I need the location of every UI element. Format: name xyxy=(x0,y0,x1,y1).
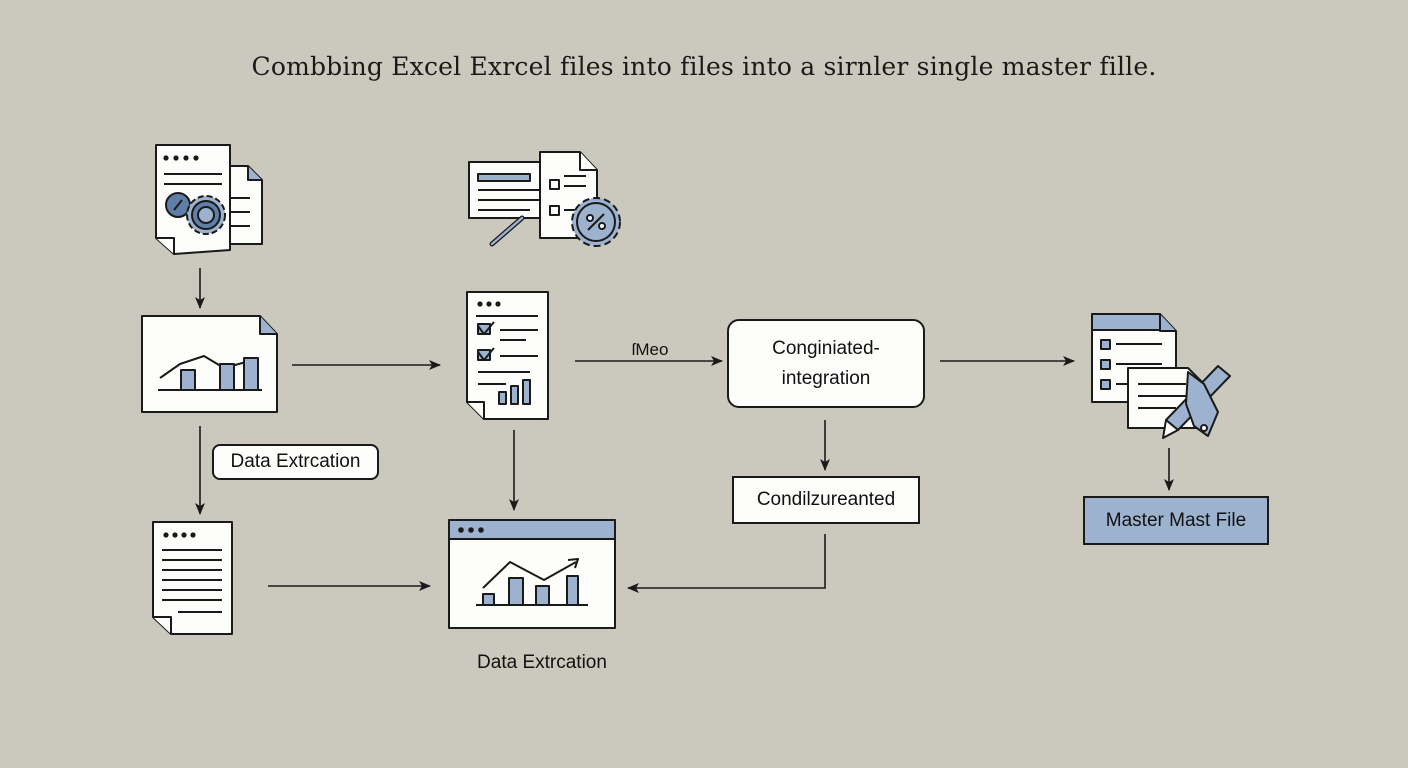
arrows xyxy=(195,268,1174,593)
data-extraction-box: Data Extrcation xyxy=(212,444,379,480)
meo-arrow-label: ſMeo xyxy=(631,340,669,359)
gear-icon xyxy=(571,197,621,247)
excel-files-gear-icon xyxy=(155,144,263,255)
integration-box-line-2: integration xyxy=(781,367,871,389)
master-files-pen-icon xyxy=(1091,313,1231,439)
arrow-conditional-to-window xyxy=(627,534,826,593)
diagram-title: Combbing Excel Exrcel files into files i… xyxy=(251,52,1157,81)
data-extraction-caption: Data Extrcation xyxy=(477,652,607,673)
magnifier-icon xyxy=(489,215,525,247)
bar-chart-doc-icon xyxy=(141,315,278,413)
gear-icon xyxy=(186,195,226,235)
text-doc-icon xyxy=(152,521,233,635)
chart-window-icon xyxy=(448,519,616,629)
integration-box-line-1: Conginiated- xyxy=(772,337,880,359)
conditional-box: Condilzureanted xyxy=(732,476,920,524)
pen-icon xyxy=(1162,365,1231,439)
report-magnifier-gear-icon xyxy=(468,151,621,247)
integration-box: Conginiated- integration xyxy=(727,319,925,408)
checklist-chart-doc-icon xyxy=(466,291,549,420)
master-file-box: Master Mast File xyxy=(1083,496,1269,545)
